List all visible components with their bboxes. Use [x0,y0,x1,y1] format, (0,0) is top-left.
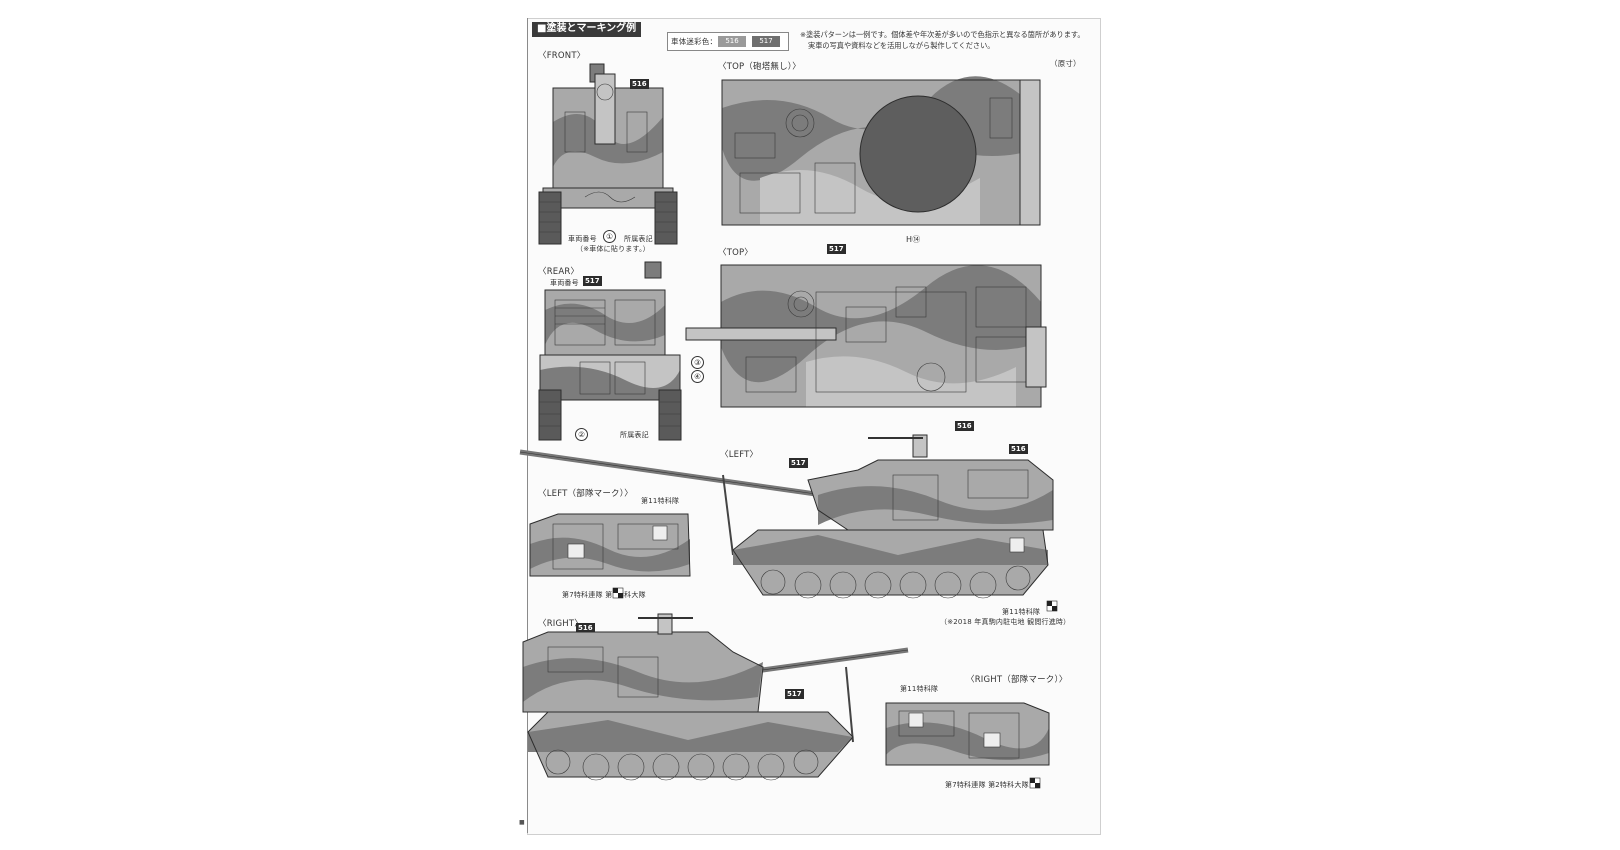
top-color-517: 517 [827,244,846,254]
right-unit-mark-label: 〈RIGHT（部隊マーク）〉 [966,675,1068,685]
left-unit-caption: 第11特科隊 [1002,608,1041,616]
color-legend: 車体迷彩色： 516 517 [667,32,789,51]
right-color-516: 516 [576,623,595,633]
front-marker-1: ① [603,230,616,243]
left-footnote: （※2018 年真駒内駐屯地 観閲行進時） [940,618,1071,626]
left-unit-mark-top-caption: 第11特科隊 [641,497,680,505]
left-unit-mark-label: 〈LEFT（部隊マーク）〉 [538,489,633,499]
right-view-label: 〈RIGHT〉 [538,619,583,629]
swatch-517: 517 [752,36,780,47]
rear-view-drawing [538,261,682,441]
rear-marker-3: ③ [691,356,704,369]
left-unit-mark-checker-icon [612,587,624,599]
front-vehicle-number-caption: 車両番号 [568,235,597,243]
right-unit-mark-top-caption: 第11特科隊 [900,685,939,693]
rear-color-517: 517 [583,276,602,286]
rear-view-label: 〈REAR〉 [538,267,580,277]
page-mark: ■ [519,819,525,826]
sheet-edge [527,18,528,833]
top-view-label: 〈TOP〉 [718,248,754,258]
front-view-drawing [538,63,678,245]
front-footnote: （※車体に貼ります。） [576,245,650,253]
color-legend-label: 車体迷彩色： [671,37,718,46]
left-view-label: 〈LEFT〉 [720,450,759,460]
rear-marker-2: ② [575,428,588,441]
right-view-drawing [522,613,909,781]
right-color-517: 517 [785,689,804,699]
rear-unit-caption: 所属表記 [620,431,649,439]
top-no-turret-label: 〈TOP（砲塔無し）〉 [718,62,801,72]
note-line-1: ※塗装パターンは一例です。個体差や年次差が多いので色指示と異なる箇所があります。 [800,30,1085,39]
left-unit-mark-drawing [529,513,691,577]
swatch-516: 516 [718,36,746,47]
right-unit-mark-drawing [885,702,1050,766]
right-unit-mark-bottom-caption: 第7特科連隊 第2特科大隊 [945,781,1029,789]
left-color-516: 516 [1009,444,1028,454]
front-view-label: 〈FRONT〉 [538,51,586,61]
left-view-drawing [519,434,1054,599]
top-color-516: 516 [955,421,974,431]
painting-note: ※塗装パターンは一例です。個体差や年次差が多いので色指示と異なる箇所があります。… [800,30,1090,51]
rear-marker-4: ④ [691,370,704,383]
front-unit-caption: 所属表記 [624,235,653,243]
top-no-turret-drawing [721,76,1041,226]
right-unit-mark-checker-icon [1029,777,1041,789]
top-no-turret-marker: H⑭ [906,235,921,244]
rear-vehicle-number-caption: 車両番号 [550,279,579,287]
top-view-drawing [685,264,1047,408]
left-color-517: 517 [789,458,808,468]
section-title: ■塗装とマーキング例 [532,22,642,37]
left-unit-mark-bottom-caption: 第7特科連隊 第1特科大隊 [562,591,646,599]
note-line-2: 実車の写真や資料などを活用しながら製作してください。 [808,40,995,50]
front-color-516: 516 [630,79,649,89]
left-checker-icon [1046,600,1058,612]
scale-note: （原寸） [1050,59,1081,68]
